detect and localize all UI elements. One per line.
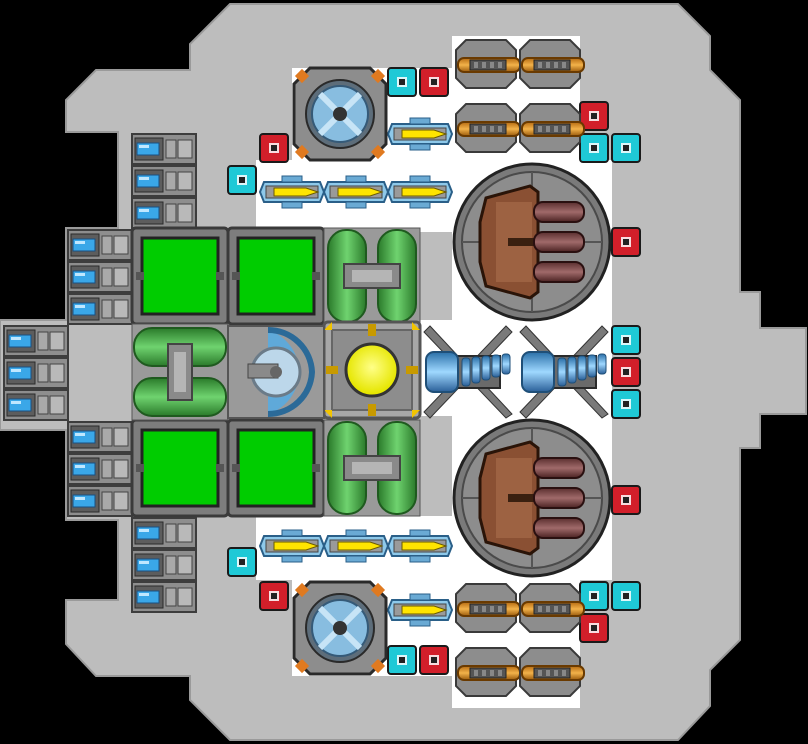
shield-generator-group <box>292 66 388 676</box>
thruster-icon[interactable] <box>131 165 197 197</box>
tank-icon[interactable] <box>323 227 421 325</box>
thruster-icon[interactable] <box>67 229 133 261</box>
thruster-icon[interactable] <box>131 517 197 549</box>
power-cell-group <box>130 226 326 518</box>
heavy-turret-icon[interactable] <box>452 418 612 578</box>
weapon-socket-icon[interactable] <box>419 645 449 675</box>
shield-socket-icon[interactable] <box>579 581 609 611</box>
missile-icon[interactable] <box>386 175 454 209</box>
thruster-icon[interactable] <box>131 549 197 581</box>
weapon-socket-icon[interactable] <box>259 133 289 163</box>
cannon-icon[interactable] <box>455 39 521 89</box>
thruster-bank <box>3 133 197 613</box>
thruster-icon[interactable] <box>3 325 69 357</box>
thruster-icon[interactable] <box>131 133 197 165</box>
missile-icon[interactable] <box>386 529 454 563</box>
shield-socket-icon[interactable] <box>387 645 417 675</box>
thruster-icon[interactable] <box>67 261 133 293</box>
thruster-icon[interactable] <box>67 453 133 485</box>
missile-icon[interactable] <box>258 175 326 209</box>
battery-icon[interactable] <box>226 418 326 518</box>
shield-socket-icon[interactable] <box>611 325 641 355</box>
shield-socket-icon[interactable] <box>227 165 257 195</box>
battery-icon[interactable] <box>130 226 230 326</box>
ion-cannon-group <box>423 325 609 419</box>
shield-socket-icon[interactable] <box>387 67 417 97</box>
thruster-icon[interactable] <box>3 389 69 421</box>
missile-icon[interactable] <box>386 593 454 627</box>
thruster-icon[interactable] <box>67 421 133 453</box>
weapon-socket-icon[interactable] <box>611 357 641 387</box>
shield-socket-icon[interactable] <box>611 581 641 611</box>
battery-icon[interactable] <box>130 418 230 518</box>
cannon-icon[interactable] <box>519 39 585 89</box>
missile-icon[interactable] <box>322 175 390 209</box>
tank-icon[interactable] <box>323 419 421 517</box>
shield-socket-icon[interactable] <box>611 389 641 419</box>
thruster-icon[interactable] <box>67 485 133 517</box>
cannon-icon[interactable] <box>455 583 521 633</box>
cannon-icon[interactable] <box>455 647 521 697</box>
shield-dome-icon[interactable] <box>227 325 325 419</box>
hardpoint-socket-group <box>227 67 641 675</box>
shield-socket-icon[interactable] <box>611 133 641 163</box>
missile-icon[interactable] <box>386 117 454 151</box>
heavy-turret-icon[interactable] <box>452 162 612 322</box>
cannon-icon[interactable] <box>519 103 585 153</box>
weapon-socket-icon[interactable] <box>579 613 609 643</box>
ion-cannon-icon[interactable] <box>423 325 513 419</box>
thruster-icon[interactable] <box>131 581 197 613</box>
missile-launcher-group <box>258 117 454 627</box>
weapon-socket-icon[interactable] <box>419 67 449 97</box>
cannon-group <box>455 39 585 697</box>
cannon-icon[interactable] <box>519 583 585 633</box>
tank-icon[interactable] <box>131 323 229 421</box>
thruster-icon[interactable] <box>67 293 133 325</box>
missile-icon[interactable] <box>322 529 390 563</box>
battery-icon[interactable] <box>226 226 326 326</box>
weapon-socket-icon[interactable] <box>259 581 289 611</box>
thruster-icon[interactable] <box>3 357 69 389</box>
cannon-icon[interactable] <box>455 103 521 153</box>
coolant-tank-group <box>131 227 421 517</box>
weapon-socket-icon[interactable] <box>611 485 641 515</box>
shield-socket-icon[interactable] <box>579 133 609 163</box>
shield-socket-icon[interactable] <box>227 547 257 577</box>
ion-cannon-icon[interactable] <box>519 325 609 419</box>
reactor-core-icon[interactable] <box>322 320 422 420</box>
thruster-icon[interactable] <box>131 197 197 229</box>
heavy-turret-group <box>452 162 612 578</box>
missile-icon[interactable] <box>258 529 326 563</box>
shield-generator-icon[interactable] <box>292 580 388 676</box>
cannon-icon[interactable] <box>519 647 585 697</box>
shield-generator-icon[interactable] <box>292 66 388 162</box>
weapon-socket-icon[interactable] <box>611 227 641 257</box>
